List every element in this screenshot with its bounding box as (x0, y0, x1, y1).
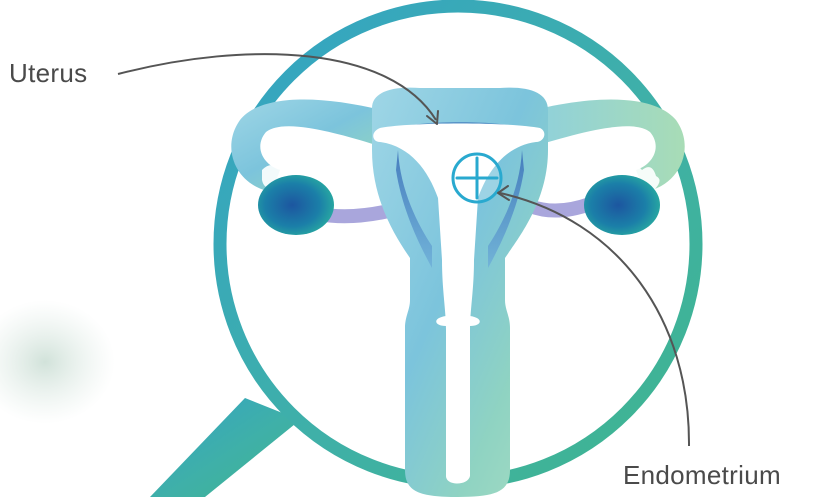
uterus-label: Uterus (9, 60, 87, 86)
watercolor-smudge (0, 300, 115, 424)
ovary-right (584, 175, 660, 235)
endometrium-label: Endometrium (623, 462, 781, 488)
plus-in-circle-icon (453, 154, 501, 202)
endometrium-leader-line (500, 193, 689, 446)
ovary-left (258, 175, 334, 235)
magnifier-handle (150, 398, 300, 497)
